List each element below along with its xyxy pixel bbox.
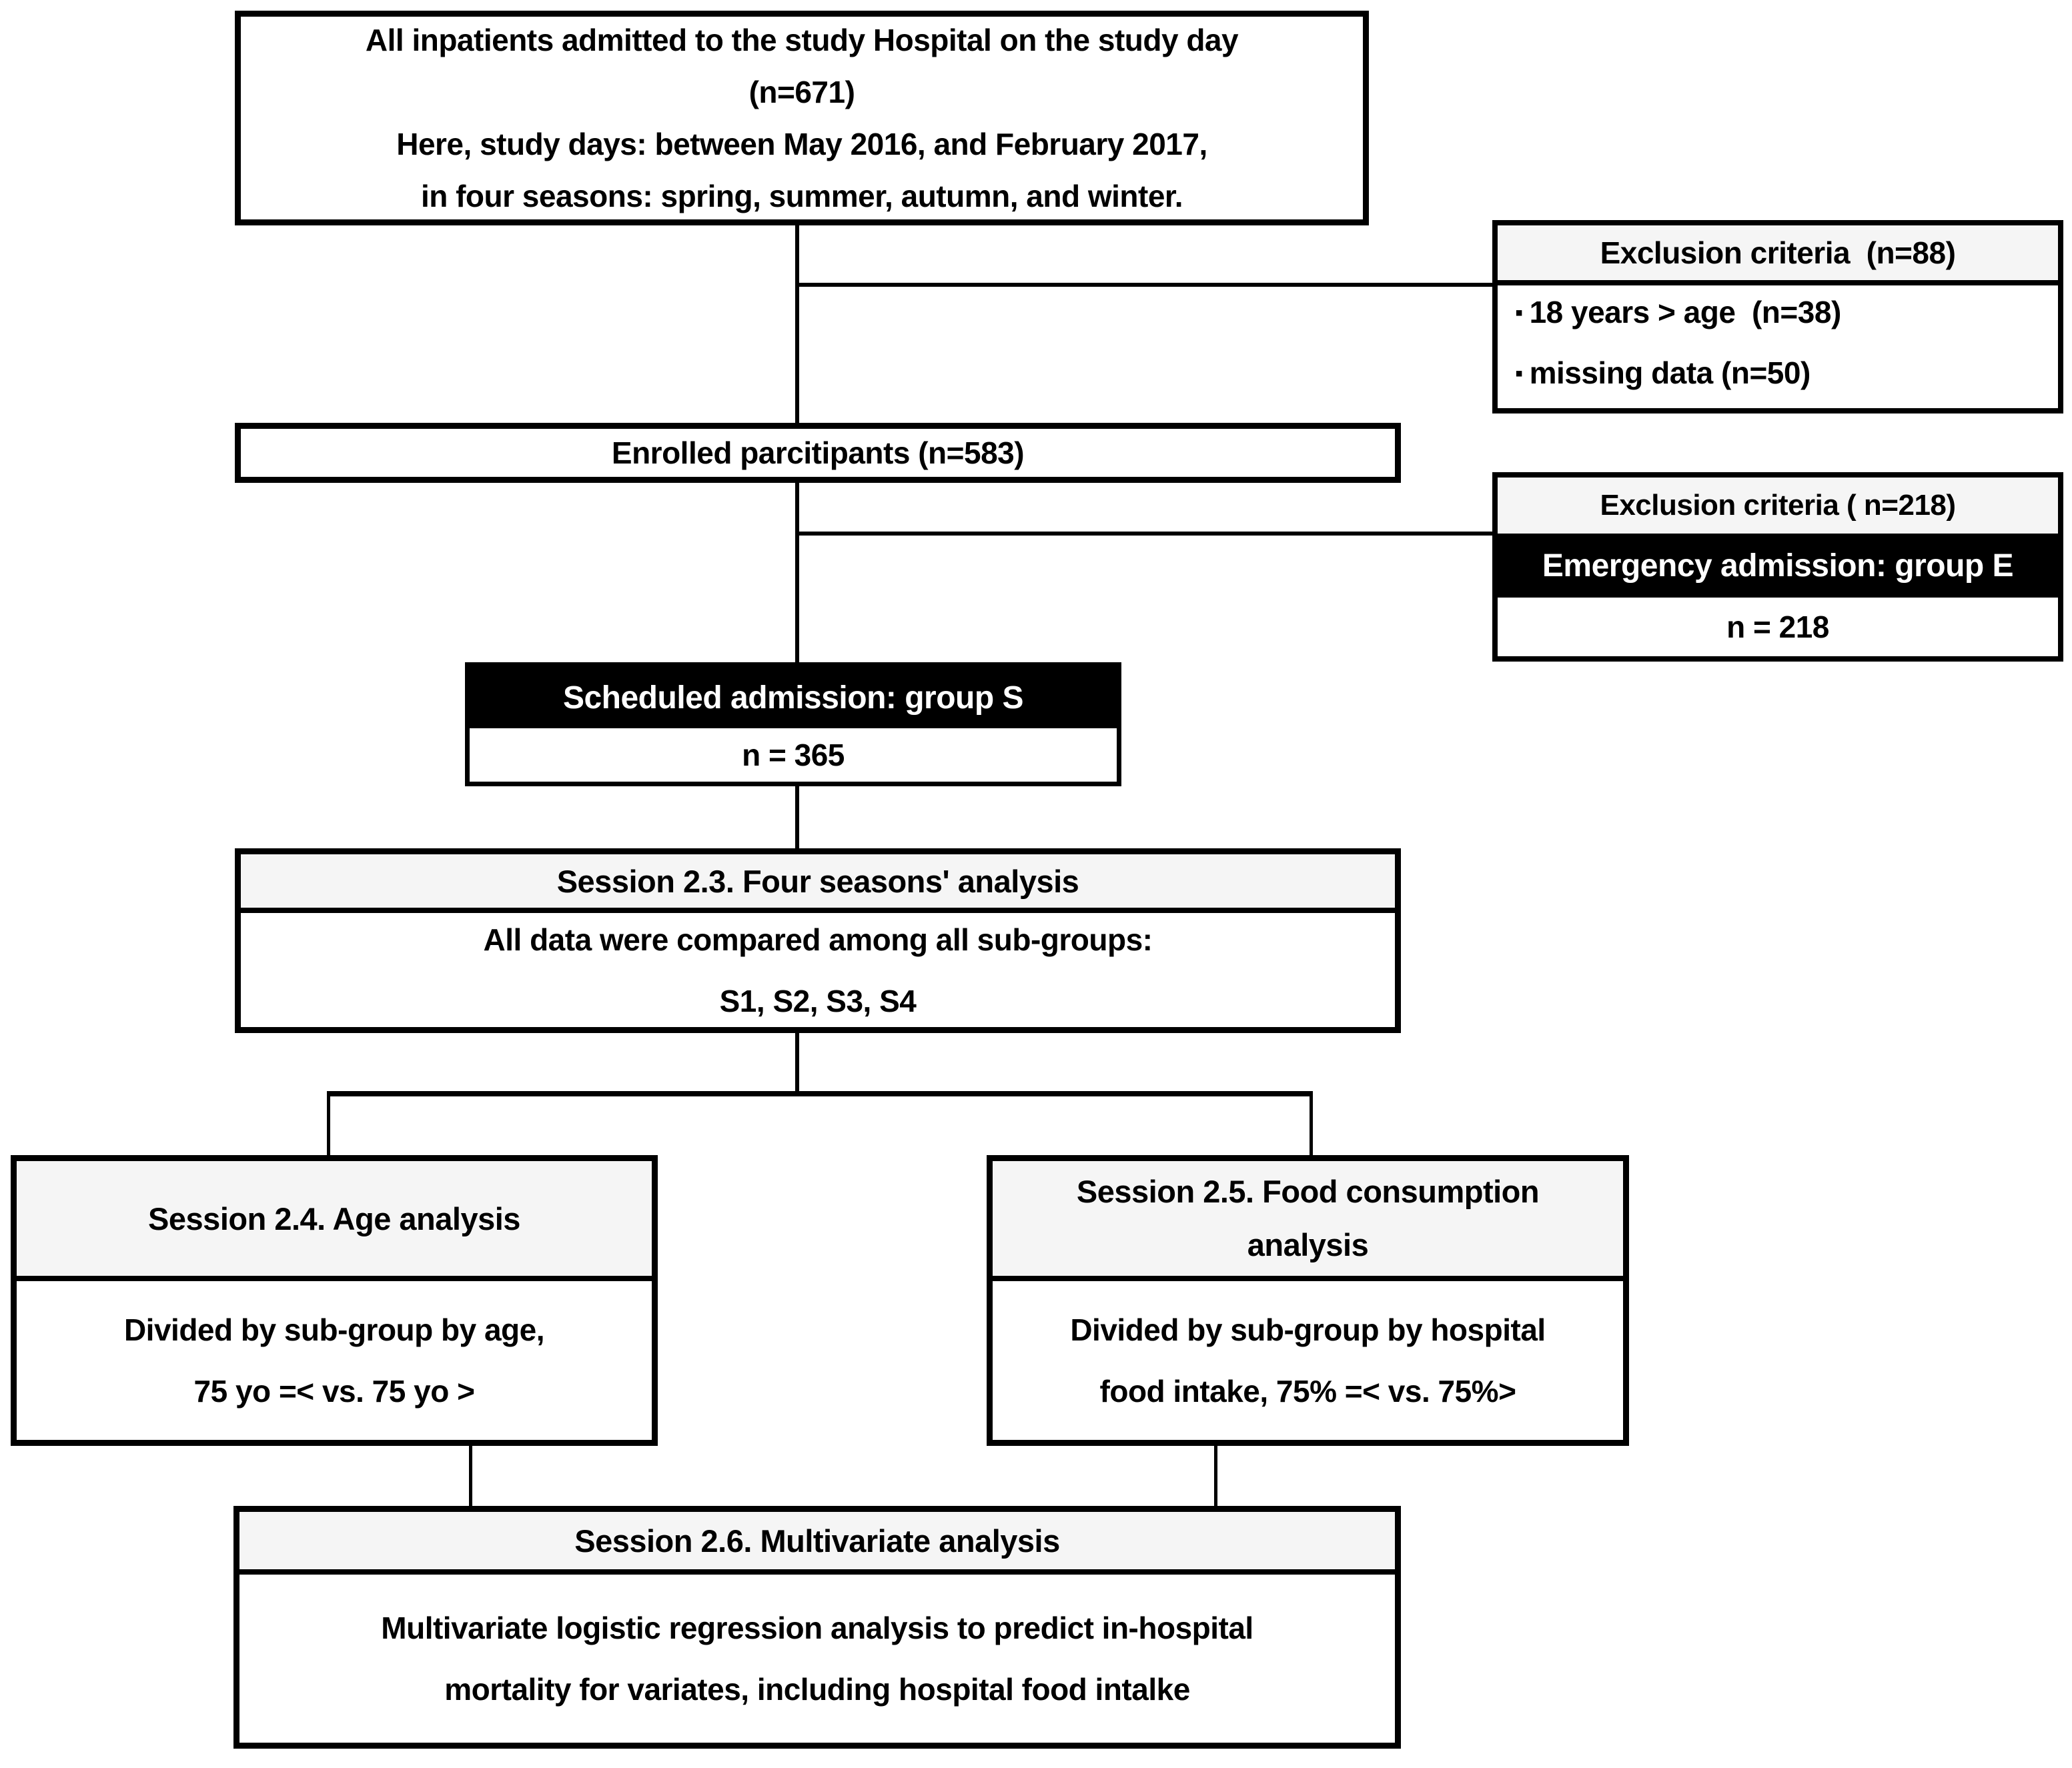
all-inpatients-line-1: All inpatients admitted to the study Hos… bbox=[365, 23, 1239, 57]
connector-line-scheduled-to-session23 bbox=[795, 785, 799, 850]
connector-line-enrolled-to-scheduled bbox=[795, 482, 799, 665]
exclusion1-title: Exclusion criteria (n=88) bbox=[1498, 225, 2058, 285]
box-session-2-6: Session 2.6. Multivariate analysis Multi… bbox=[233, 1506, 1401, 1749]
session24-line-2: 75 yo =< vs. 75 yo > bbox=[193, 1374, 475, 1409]
all-inpatients-count: (n=671) bbox=[748, 75, 855, 109]
box-exclusion-criteria-2: Exclusion criteria ( n=218) Emergency ad… bbox=[1492, 472, 2063, 662]
exclusion1-item-age-text: 18 years > age (n=38) bbox=[1529, 295, 1842, 329]
connector-line-drop-right bbox=[1310, 1094, 1313, 1156]
connector-line-session23-to-split bbox=[795, 1032, 799, 1095]
connector-line-session25-to-session26 bbox=[1214, 1443, 1217, 1507]
enrolled-label: Enrolled parcitipants (n=583) bbox=[611, 435, 1025, 470]
connector-line-top-to-enrolled bbox=[795, 223, 799, 423]
session26-title: Session 2.6. Multivariate analysis bbox=[239, 1512, 1395, 1575]
box-session-2-5: Session 2.5. Food consumption analysis D… bbox=[987, 1155, 1629, 1446]
box-exclusion-criteria-1: Exclusion criteria (n=88) ▪18 years > ag… bbox=[1492, 220, 2063, 413]
exclusion1-item-missing-text: missing data (n=50) bbox=[1529, 355, 1811, 390]
session25-title-line-2: analysis bbox=[1247, 1227, 1369, 1262]
session26-body: Multivariate logistic regression analysi… bbox=[239, 1575, 1395, 1743]
connector-line-session24-to-session26 bbox=[469, 1443, 472, 1507]
all-inpatients-line-4: in four seasons: spring, summer, autumn,… bbox=[420, 179, 1183, 213]
exclusion2-title: Exclusion criteria ( n=218) bbox=[1498, 478, 2058, 534]
box-scheduled-admission: Scheduled admission: group S n = 365 bbox=[465, 662, 1121, 786]
session25-title-line-1: Session 2.5. Food consumption bbox=[1076, 1174, 1540, 1209]
box-all-inpatients: All inpatients admitted to the study Hos… bbox=[235, 11, 1369, 225]
all-inpatients-text: All inpatients admitted to the study Hos… bbox=[241, 17, 1363, 219]
connector-line-branch-exclusion2 bbox=[795, 532, 1492, 536]
exclusion1-items: ▪18 years > age (n=38) ▪missing data (n=… bbox=[1498, 285, 2058, 403]
scheduled-group-band: Scheduled admission: group S bbox=[470, 667, 1117, 728]
session23-line-2: S1, S2, S3, S4 bbox=[719, 983, 917, 1018]
exclusion1-item-missing: ▪missing data (n=50) bbox=[1515, 344, 1810, 405]
connector-line-drop-left bbox=[327, 1094, 330, 1156]
session26-line-1: Multivariate logistic regression analysi… bbox=[381, 1611, 1253, 1645]
session25-body: Divided by sub-group by hospital food in… bbox=[993, 1281, 1623, 1440]
connector-line-split-horizontal bbox=[327, 1091, 1313, 1096]
bullet-square-icon: ▪ bbox=[1515, 361, 1523, 386]
session24-line-1: Divided by sub-group by age, bbox=[123, 1312, 545, 1347]
box-enrolled-participants: Enrolled parcitipants (n=583) bbox=[235, 423, 1401, 483]
session25-title: Session 2.5. Food consumption analysis bbox=[993, 1161, 1623, 1281]
bullet-square-icon: ▪ bbox=[1515, 300, 1523, 325]
box-session-2-4: Session 2.4. Age analysis Divided by sub… bbox=[11, 1155, 658, 1446]
session23-body: All data were compared among all sub-gro… bbox=[241, 913, 1395, 1027]
scheduled-count: n = 365 bbox=[742, 738, 845, 772]
exclusion2-count: n = 218 bbox=[1726, 610, 1829, 644]
all-inpatients-line-3: Here, study days: between May 2016, and … bbox=[396, 127, 1207, 161]
exclusion2-group-band: Emergency admission: group E bbox=[1498, 534, 2058, 598]
exclusion1-item-age: ▪18 years > age (n=38) bbox=[1515, 283, 1841, 344]
session25-line-1: Divided by sub-group by hospital bbox=[1070, 1312, 1546, 1347]
session23-line-1: All data were compared among all sub-gro… bbox=[483, 922, 1153, 957]
session24-body: Divided by sub-group by age, 75 yo =< vs… bbox=[17, 1281, 652, 1440]
session23-title: Session 2.3. Four seasons' analysis bbox=[241, 854, 1395, 913]
session24-title: Session 2.4. Age analysis bbox=[17, 1161, 652, 1281]
connector-line-branch-exclusion1 bbox=[795, 283, 1492, 287]
box-session-2-3: Session 2.3. Four seasons' analysis All … bbox=[235, 848, 1401, 1033]
session26-line-2: mortality for variates, including hospit… bbox=[444, 1672, 1190, 1707]
session25-line-2: food intake, 75% =< vs. 75%> bbox=[1099, 1374, 1516, 1409]
